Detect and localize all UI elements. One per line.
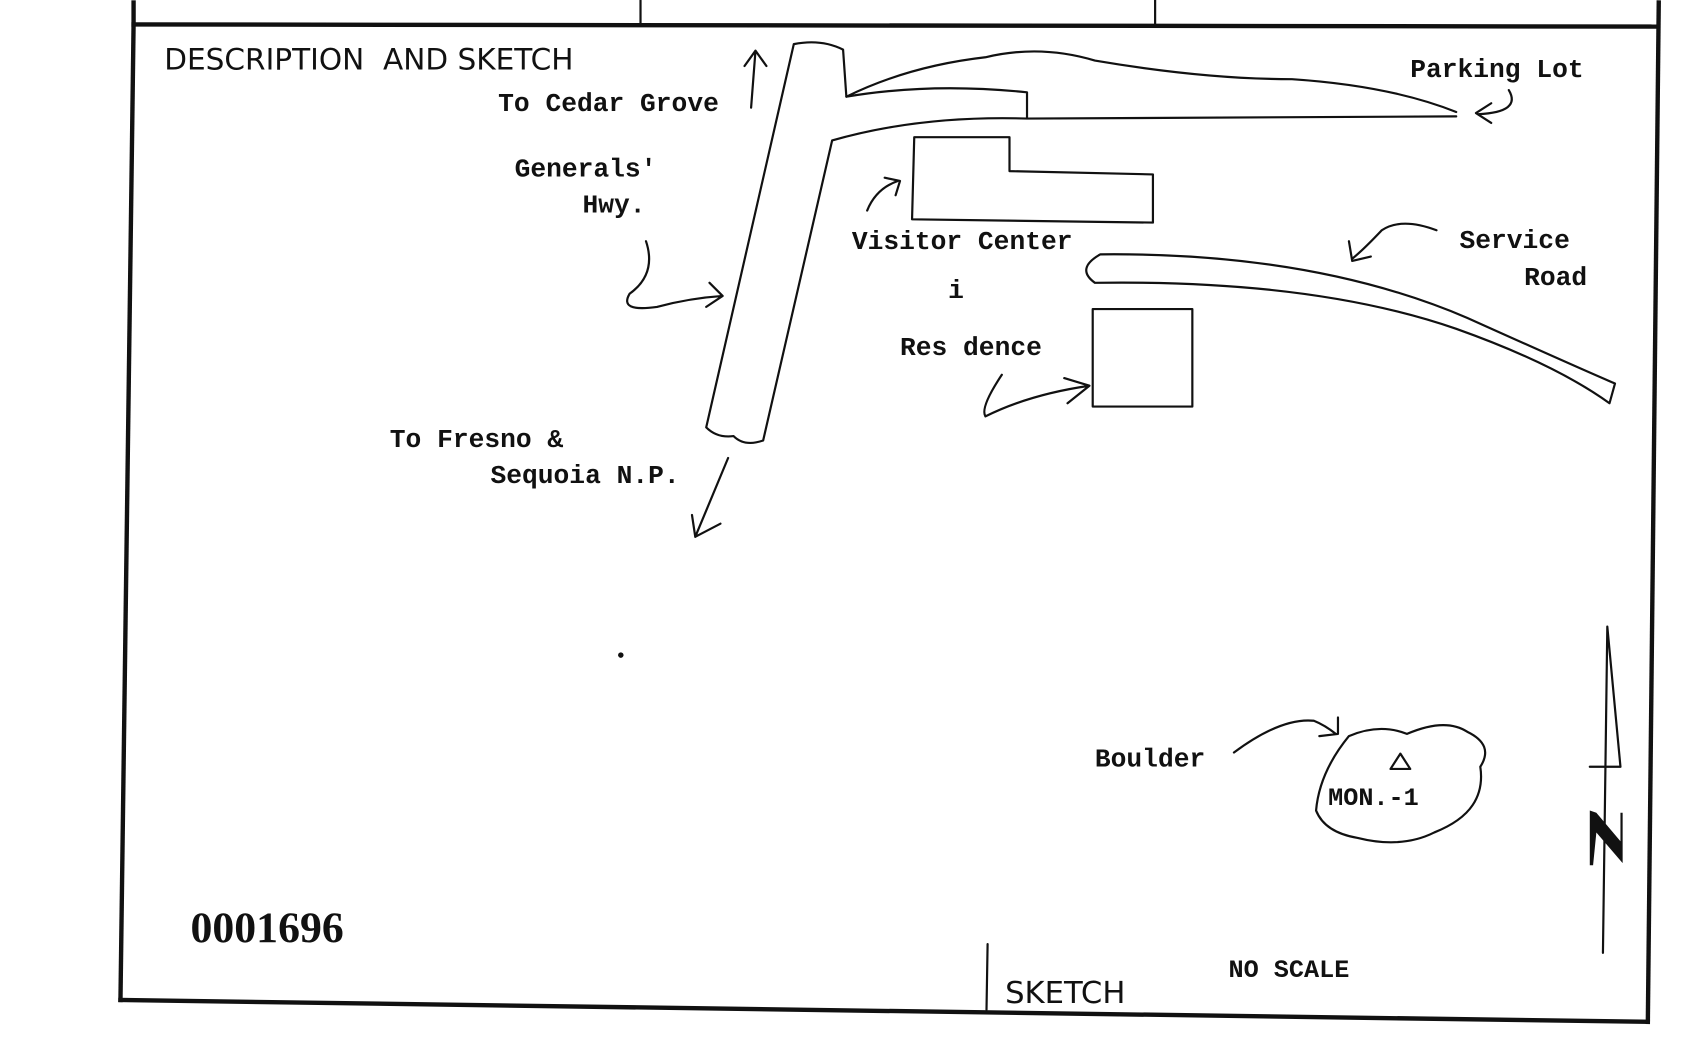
- label-sequoia: Sequoia N.P.: [491, 461, 680, 491]
- label-hwy: Hwy.: [582, 191, 645, 221]
- arrow-generals-hwy: [626, 240, 724, 310]
- parking-outline: [845, 50, 1458, 114]
- label-boulder: Boulder: [1095, 745, 1205, 775]
- label-to-cedar-grove: To Cedar Grove: [498, 89, 719, 119]
- arrow-visitor-center: [866, 176, 902, 212]
- visitor-center-building: [910, 136, 1155, 224]
- label-parking-lot: Parking Lot: [1410, 55, 1583, 85]
- arrow-fresno: [690, 456, 730, 538]
- label-residence: Res dence: [900, 333, 1042, 363]
- sketch-label: SKETCH: [1005, 976, 1125, 1011]
- north-arrow-icon: [1588, 625, 1623, 954]
- label-road: Road: [1524, 263, 1587, 293]
- label-monument: MON.-1: [1328, 784, 1419, 813]
- arrow-residence: [983, 373, 1091, 418]
- arrow-boulder: [1232, 716, 1340, 754]
- form-frame: [118, 0, 1661, 1025]
- arrow-parking: [1474, 89, 1513, 125]
- boulder-outline: [1314, 724, 1487, 844]
- serial-number: 0001696: [191, 904, 344, 952]
- label-to-fresno: To Fresno &: [390, 425, 564, 455]
- label-service: Service: [1460, 226, 1570, 256]
- service-road: [1085, 253, 1617, 405]
- label-visitor-center: Visitor Center: [852, 227, 1073, 257]
- monument-triangle-icon: [1389, 752, 1412, 771]
- section-title: DESCRIPTION AND SKETCH: [164, 42, 573, 76]
- scale-note: NO SCALE: [1228, 956, 1349, 985]
- label-generals: Generals': [515, 155, 657, 185]
- arrow-service-road: [1347, 222, 1438, 263]
- stray-dot: [618, 652, 624, 658]
- residence-building: [1091, 307, 1194, 408]
- label-residence-i: i: [948, 276, 964, 306]
- generals-highway: [705, 41, 1458, 445]
- arrow-cedar-grove: [743, 49, 768, 109]
